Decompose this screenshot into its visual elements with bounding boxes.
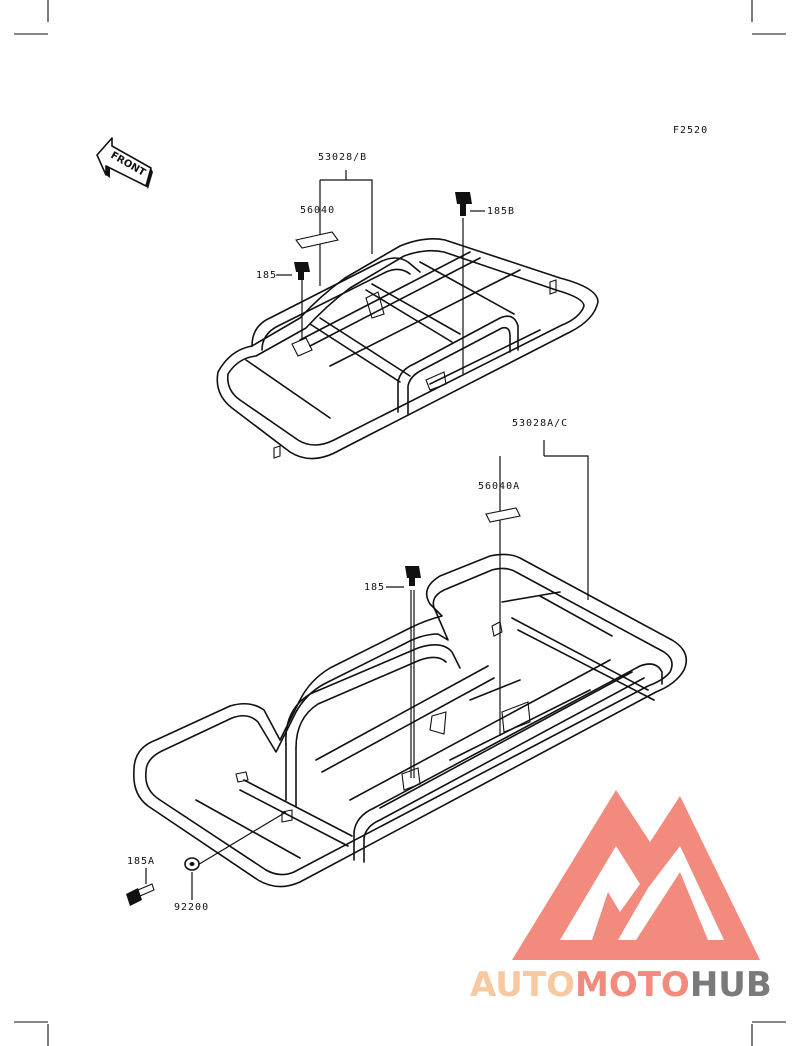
front-rack: [216, 238, 599, 460]
bolt-rear-lower: [126, 883, 155, 906]
callout-bolt-front-left: 185: [256, 270, 277, 281]
watermark-text-hub: HUB: [690, 965, 772, 1005]
callout-bolt-rear-lower: 185A: [127, 856, 155, 867]
crop-marks: [14, 0, 786, 1046]
rear-rack: [132, 553, 688, 888]
figure-code: F2520: [673, 125, 708, 136]
decal-rear: [485, 507, 521, 523]
callout-label-rear: 56040A: [478, 481, 520, 492]
watermark-logo: AUTOMOTOHUB: [470, 790, 772, 1005]
bolt-front-left: [294, 262, 310, 280]
bolt-rear: [405, 566, 421, 586]
bolt-front-right: [455, 192, 472, 216]
callout-bolt-rear: 185: [364, 582, 385, 593]
callout-rack-rear-assy: 53028A/C: [512, 418, 568, 429]
callout-washer-rear: 92200: [174, 902, 209, 913]
watermark-text-moto: MOTO: [575, 965, 690, 1005]
callout-label-front: 56040: [300, 205, 335, 216]
rear-leaders: [191, 440, 589, 900]
callout-rack-front-assy: 53028/B: [318, 152, 367, 163]
svg-text:AUTOMOTOHUB: AUTOMOTOHUB: [470, 965, 772, 1005]
callout-bolt-front-right: 185B: [487, 206, 515, 217]
watermark-text-auto: AUTO: [470, 965, 575, 1005]
decal-front: [295, 231, 339, 249]
washer-icon: [184, 857, 200, 871]
front-arrow-icon: FRONT: [96, 137, 153, 189]
front-leaders: [301, 170, 464, 374]
